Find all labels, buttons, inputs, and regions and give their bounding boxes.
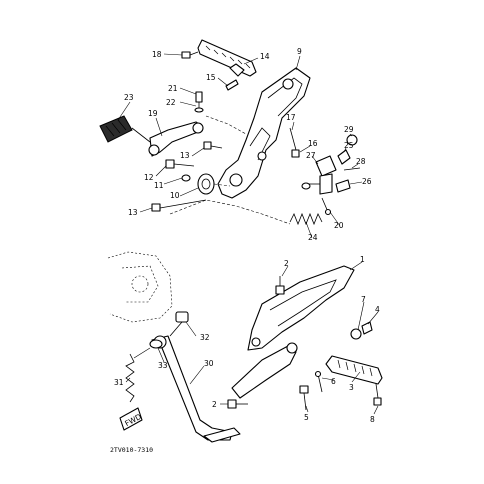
callout-4: 4: [375, 305, 380, 314]
pin-20: [321, 197, 332, 216]
bolt-2-upper: [275, 276, 285, 295]
callout-8: 8: [370, 415, 375, 424]
callout-1: 1: [360, 255, 365, 264]
callout-6: 6: [331, 377, 336, 386]
callout-leaders: [117, 53, 379, 415]
spring-24: [289, 212, 323, 226]
callout-11: 11: [154, 181, 164, 190]
callout-13-upper: 13: [180, 151, 190, 160]
shift-lever: [148, 121, 204, 157]
callout-20: 20: [334, 221, 344, 230]
callout-7: 7: [361, 295, 366, 304]
callout-3: 3: [349, 383, 354, 392]
spring-31: [125, 347, 151, 403]
callout-16: 16: [308, 139, 318, 148]
callout-2-lower: 2: [212, 400, 217, 409]
bolt-21: [194, 91, 204, 113]
callout-25: 25: [344, 141, 354, 150]
footrest-rubber-upper: [197, 39, 257, 77]
frame-reference-outline: [107, 251, 173, 323]
pin-4: [361, 321, 373, 335]
bolt-13-upper: [203, 141, 223, 150]
callout-23: 23: [124, 93, 134, 102]
cap-7: [350, 328, 362, 340]
callout-28: 28: [356, 157, 366, 166]
footrest-bracket-upper: [217, 67, 311, 199]
callout-24: 24: [308, 233, 318, 242]
callout-22: 22: [166, 98, 176, 107]
callout-12: 12: [144, 173, 154, 182]
bolt-32: [169, 311, 189, 337]
callout-30: 30: [204, 359, 214, 368]
callout-5: 5: [304, 413, 309, 422]
pin-15: [225, 79, 239, 91]
callout-9: 9: [297, 47, 302, 56]
footrest-bracket-lower: [231, 265, 355, 399]
callout-19: 19: [148, 109, 158, 118]
callout-26: 26: [362, 177, 372, 186]
callout-32: 32: [200, 333, 210, 342]
bolt-13-lower: [151, 199, 207, 212]
bolt-17: [289, 127, 300, 158]
pin-6: [314, 370, 323, 393]
callout-21: 21: [168, 84, 178, 93]
bolt-2-lower: [227, 399, 248, 409]
nut-33: [149, 339, 163, 349]
bolt-8: [373, 383, 382, 406]
brake-rod-assembly: [301, 134, 361, 195]
bolt-5: [299, 385, 309, 411]
shift-pedal-rubber: [99, 115, 151, 143]
bolt-18: [181, 51, 199, 59]
callout-33: 33: [158, 361, 168, 370]
fwd-direction-badge: FWD: [119, 407, 143, 431]
callout-31: 31: [114, 378, 124, 387]
assembly-guide-lines-upper: [169, 115, 291, 225]
callout-15: 15: [206, 73, 216, 82]
callout-18: 18: [152, 50, 162, 59]
bolt-12: [165, 159, 195, 182]
sidestand: [151, 335, 241, 443]
callout-13-lower: 13: [128, 208, 138, 217]
callout-29: 29: [344, 125, 354, 134]
footrest-rubber-lower: [325, 355, 383, 385]
callout-10: 10: [170, 191, 180, 200]
bushing-10: [197, 173, 215, 195]
callout-2-upper: 2: [284, 259, 289, 268]
callout-27: 27: [306, 151, 316, 160]
callout-labels: 18 14 9 15 21 22 23 19 13 12 11 10 13 17…: [114, 47, 380, 424]
drawing-code: 2TV010-7310: [110, 446, 153, 454]
callout-17: 17: [286, 113, 296, 122]
callout-14: 14: [260, 52, 270, 61]
